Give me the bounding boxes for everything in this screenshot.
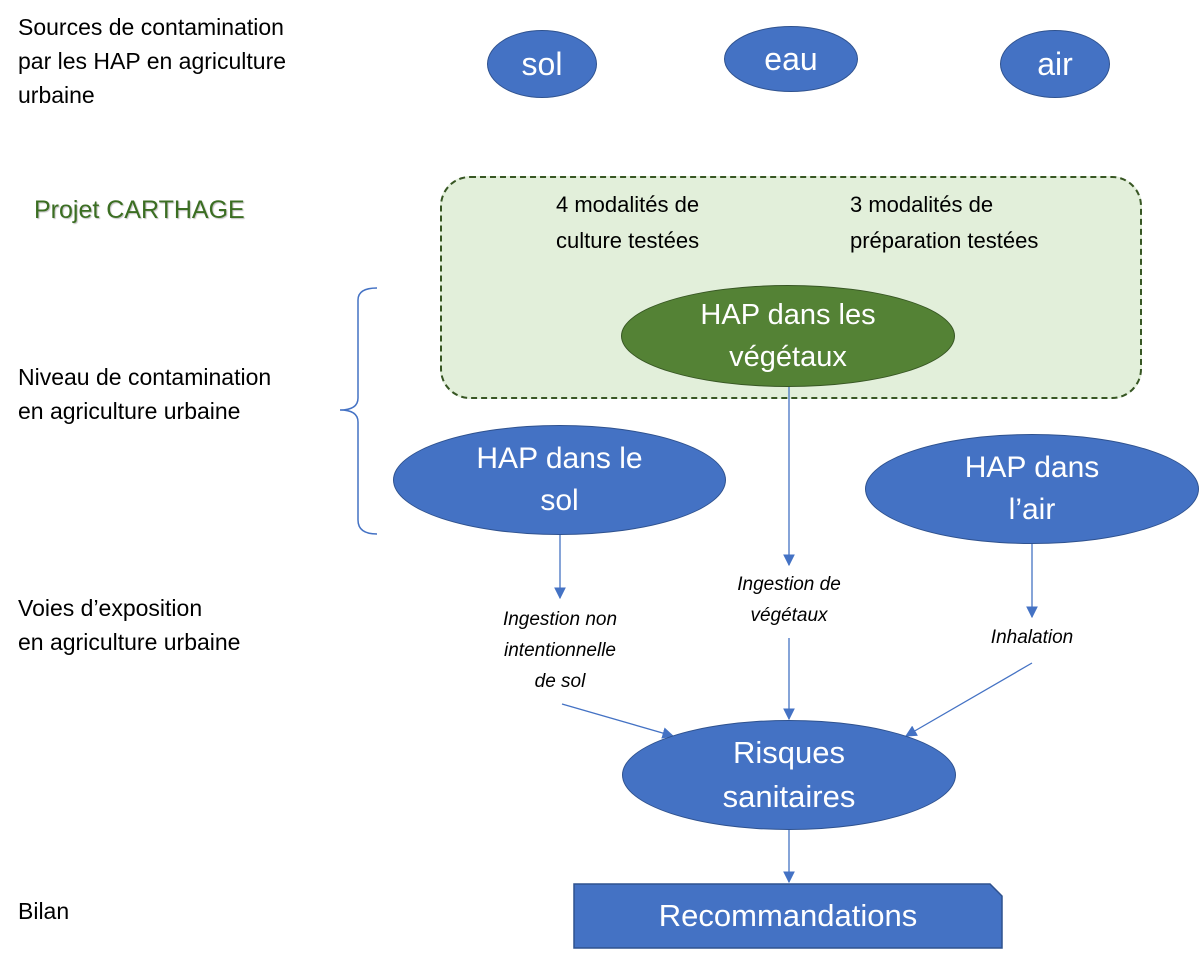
label-sources-line2: par les HAP en agriculture [18,48,287,74]
source-eau-label: eau [764,40,818,77]
risques-line2: sanitaires [722,779,856,814]
arrow-ingestion-sol-to-risques [561,703,675,739]
source-air-label: air [1037,45,1073,82]
exposure-ingestion-sol-line2: intentionnelle [504,640,616,661]
risques-line1: Risques [733,735,845,770]
risques-sanitaires-ellipse: Risques sanitaires [622,720,956,830]
hap-air-ellipse: HAP dans l’air [865,434,1199,544]
source-eau-ellipse: eau [724,26,858,92]
preparation-line1: 3 modalités de [850,192,994,217]
label-voies-line1: Voies d’exposition [18,595,203,621]
hap-sol-line2: sol [540,484,579,517]
label-projet-carthage: Projet CARTHAGE [34,196,245,224]
exposure-inhalation: Inhalation [952,622,1112,653]
bracket [339,287,378,535]
hap-vegetaux-ellipse: HAP dans les végétaux [621,285,955,387]
hap-sol-line1: HAP dans le [476,442,643,475]
exposure-ingestion-sol-line1: Ingestion non [502,609,618,630]
hap-vegetaux-line2: végétaux [729,341,847,373]
hap-air-line2: l’air [1008,493,1056,526]
label-sources-line3: urbaine [18,82,95,108]
label-niveau-line1: Niveau de contamination [18,364,272,390]
label-sources: Sources de contamination par les HAP en … [18,10,286,112]
exposure-ingestion-sol-line3: de sol [534,671,586,692]
label-niveau-line2: en agriculture urbaine [18,398,241,424]
preparation-line2: préparation testées [850,228,1039,253]
label-voies-line2: en agriculture urbaine [18,629,241,655]
recommandations-shape [573,883,1003,949]
label-bilan: Bilan [18,898,70,924]
culture-modalities: 4 modalités de culture testées [556,187,699,259]
hap-sol-ellipse: HAP dans le sol [393,425,726,535]
label-voies: Voies d’exposition en agriculture urbain… [18,591,240,659]
exposure-ingestion-vegetaux-line2: végétaux [750,605,828,626]
culture-line2: culture testées [556,228,700,253]
arrow-inhalation-to-risques [904,662,1033,737]
hap-air-line1: HAP dans [964,451,1100,484]
culture-line1: 4 modalités de [556,192,700,217]
exposure-inhalation-label: Inhalation [990,627,1074,648]
exposure-ingestion-sol: Ingestion non intentionnelle de sol [470,604,650,697]
label-niveau: Niveau de contamination en agriculture u… [18,360,271,428]
preparation-modalities: 3 modalités de préparation testées [850,187,1038,259]
recommandations-label: Recommandations [658,898,918,933]
exposure-ingestion-vegetaux-line1: Ingestion de [737,574,841,595]
exposure-ingestion-vegetaux: Ingestion de végétaux [699,569,879,631]
source-sol-label: sol [521,45,563,82]
label-sources-line1: Sources de contamination [18,14,284,40]
source-sol-ellipse: sol [487,30,597,98]
source-air-ellipse: air [1000,30,1110,98]
hap-vegetaux-line1: HAP dans les [700,299,876,331]
